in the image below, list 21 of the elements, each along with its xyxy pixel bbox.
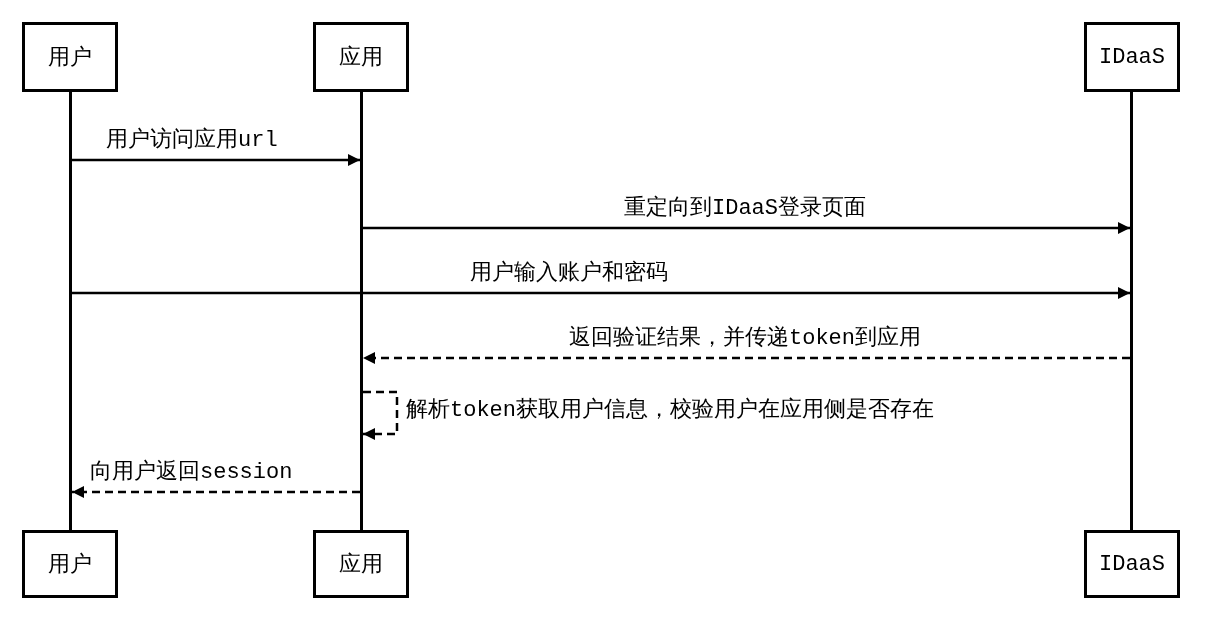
message-arrow [72, 287, 1130, 299]
participant-name: 用户 [48, 551, 92, 579]
participant-name: IDaaS [1099, 44, 1165, 70]
message-arrow [72, 154, 360, 166]
participant-box [313, 22, 409, 92]
lifeline [69, 92, 72, 530]
participant-box [22, 530, 118, 598]
participant-box [1084, 22, 1180, 92]
participant-name: 应用 [339, 44, 383, 72]
participant-box [313, 530, 409, 598]
lifeline [360, 92, 363, 530]
participant-name: 用户 [48, 44, 92, 72]
participant-box [1084, 530, 1180, 598]
lifeline [1130, 92, 1133, 530]
message-arrow [72, 486, 360, 498]
message-arrow [363, 390, 399, 440]
message-arrow [363, 222, 1130, 234]
participant-name: IDaaS [1099, 551, 1165, 577]
participant-name: 应用 [339, 551, 383, 579]
message-arrow [363, 352, 1130, 364]
participant-box [22, 22, 118, 92]
